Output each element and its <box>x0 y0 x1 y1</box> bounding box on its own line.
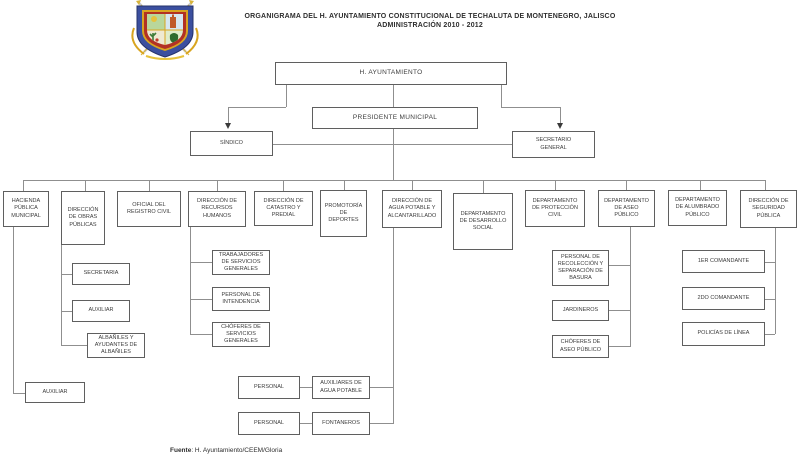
connector-line <box>61 274 72 275</box>
connector-line <box>23 180 765 181</box>
org-node-personal-agua-1: PERSONAL <box>238 376 300 399</box>
org-node-jardineros: JARDINEROS <box>552 300 609 321</box>
org-node-personal-agua-2: PERSONAL <box>238 412 300 435</box>
connector-line <box>393 85 394 107</box>
org-node-hacienda: HACIENDA PÚBLICA MUNICIPAL <box>3 191 49 227</box>
connector-line <box>609 310 630 311</box>
page-title: ORGANIGRAMA DEL H. AYUNTAMIENTO CONSTITU… <box>220 12 640 30</box>
org-node-ayuntamiento: H. AYUNTAMIENTO <box>275 62 507 85</box>
arrow-down-icon <box>557 123 563 129</box>
connector-line <box>765 180 766 192</box>
connector-line <box>190 262 212 263</box>
org-node-presidente: PRESIDENTE MUNICIPAL <box>312 107 478 129</box>
org-node-fontaneros: FONTANEROS <box>312 412 370 435</box>
connector-line <box>609 265 630 266</box>
connector-line <box>300 423 312 424</box>
connector-line <box>630 227 631 347</box>
coat-of-arms-icon <box>131 0 199 60</box>
connector-line <box>61 345 87 346</box>
org-node-albaniles: ALBAÑILES Y AYUDANTES DE ALBAÑILES <box>87 333 145 358</box>
org-node-intendencia: PERSONAL DE INTENDENCIA <box>212 287 270 311</box>
org-node-aux-hacienda: AUXILIAR <box>25 382 85 403</box>
source-note-text: : H. Ayuntamiento/CEEM/Gloria <box>191 447 283 454</box>
connector-line <box>23 180 24 192</box>
org-node-seguridad: DIRECCIÓN DE SEGURIDAD PÚBLICA <box>740 190 797 228</box>
org-node-secretaria-obras: SECRETARIA <box>72 263 130 285</box>
connector-line <box>13 227 14 393</box>
connector-line <box>85 180 86 192</box>
connector-line <box>344 180 345 192</box>
org-node-recursos: DIRECCIÓN DE RECURSOS HUMANOS <box>188 191 246 227</box>
org-node-aux-agua: AUXILIARES DE AGUA POTABLE <box>312 376 370 399</box>
org-node-catastro: DIRECCIÓN DE CATASTRO Y PREDIAL <box>254 191 313 226</box>
source-note-label: Fuente <box>170 447 192 454</box>
org-node-sindico: SÍNDICO <box>190 131 273 156</box>
connector-line <box>412 180 413 192</box>
org-node-alumbrado: DEPARTAMENTO DE ALUMBRADO PÚBLICO <box>668 190 727 226</box>
connector-line <box>765 262 775 263</box>
org-node-desarrollo: DEPARTAMENTO DE DESARROLLO SOCIAL <box>453 193 513 250</box>
connector-line <box>555 180 556 192</box>
org-node-comandante2: 2DO COMANDANTE <box>682 287 765 310</box>
org-node-comandante1: 1ER COMANDANTE <box>682 250 765 273</box>
org-node-aseo: DEPARTAMENTO DE ASEO PÚBLICO <box>598 190 655 227</box>
connector-line <box>370 387 393 388</box>
page-title-line1: ORGANIGRAMA DEL H. AYUNTAMIENTO CONSTITU… <box>244 13 616 20</box>
org-node-proteccion: DEPARTAMENTO DE PROTECCIÓN CIVIL <box>525 190 585 227</box>
connector-line <box>483 180 484 194</box>
connector-line <box>149 180 150 192</box>
connector-line <box>393 228 394 424</box>
connector-line <box>765 299 775 300</box>
connector-line <box>190 299 212 300</box>
connector-line <box>283 180 284 192</box>
org-node-choferes-sg: CHÓFERES DE SERVICIOS GENERALES <box>212 322 270 347</box>
connector-line <box>286 85 287 107</box>
connector-line <box>626 180 627 192</box>
connector-line <box>228 107 286 108</box>
connector-line <box>501 85 502 107</box>
source-note: Fuente: H. Ayuntamiento/CEEM/Gloria <box>170 447 282 454</box>
connector-line <box>370 423 393 424</box>
org-node-secretario: SECRETARIO GENERAL <box>512 131 595 158</box>
org-node-aux-obras: AUXILIAR <box>72 300 130 322</box>
arrow-down-icon <box>225 123 231 129</box>
connector-line <box>228 107 229 124</box>
connector-line <box>13 393 25 394</box>
connector-line <box>765 334 775 335</box>
connector-line <box>300 387 312 388</box>
connector-line <box>775 228 776 334</box>
connector-line <box>393 129 394 180</box>
connector-line <box>700 180 701 192</box>
org-node-recoleccion: PERSONAL DE RECOLECCIÓN Y SEPARACIÓN DE … <box>552 250 609 286</box>
org-node-choferes-aseo: CHÓFERES DE ASEO PÚBLICO <box>552 335 609 358</box>
page-title-line2: ADMINISTRACIÓN 2010 - 2012 <box>377 22 483 29</box>
connector-line <box>190 334 212 335</box>
connector-line <box>217 180 218 192</box>
connector-line <box>501 107 560 108</box>
org-node-policias: POLICÍAS DE LÍNEA <box>682 322 765 346</box>
connector-line <box>61 245 62 345</box>
connector-line <box>61 311 72 312</box>
org-node-registro: OFICIAL DEL REGISTRO CIVIL <box>117 191 181 227</box>
org-node-obras: DIRECCIÓN DE OBRAS PÚBLICAS <box>61 191 105 245</box>
org-node-trabajadores: TRABAJADORES DE SERVICIOS GENERALES <box>212 250 270 275</box>
connector-line <box>609 346 630 347</box>
connector-line <box>560 107 561 124</box>
org-node-agua: DIRECCIÓN DE AGUA POTABLE Y ALCANTARILLA… <box>382 190 442 228</box>
connector-line <box>190 227 191 334</box>
connector-line <box>273 144 512 145</box>
org-node-promotoria: PROMOTORÍA DE DEPORTES <box>320 190 367 237</box>
